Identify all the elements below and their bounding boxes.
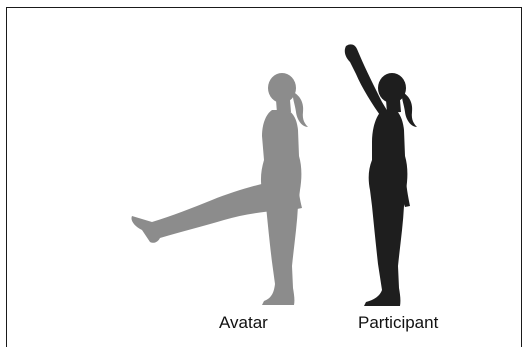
participant-label: Participant [358,313,438,333]
avatar-label: Avatar [219,313,268,333]
avatar-silhouette-icon [131,73,308,305]
participant-silhouette-icon [345,44,417,306]
